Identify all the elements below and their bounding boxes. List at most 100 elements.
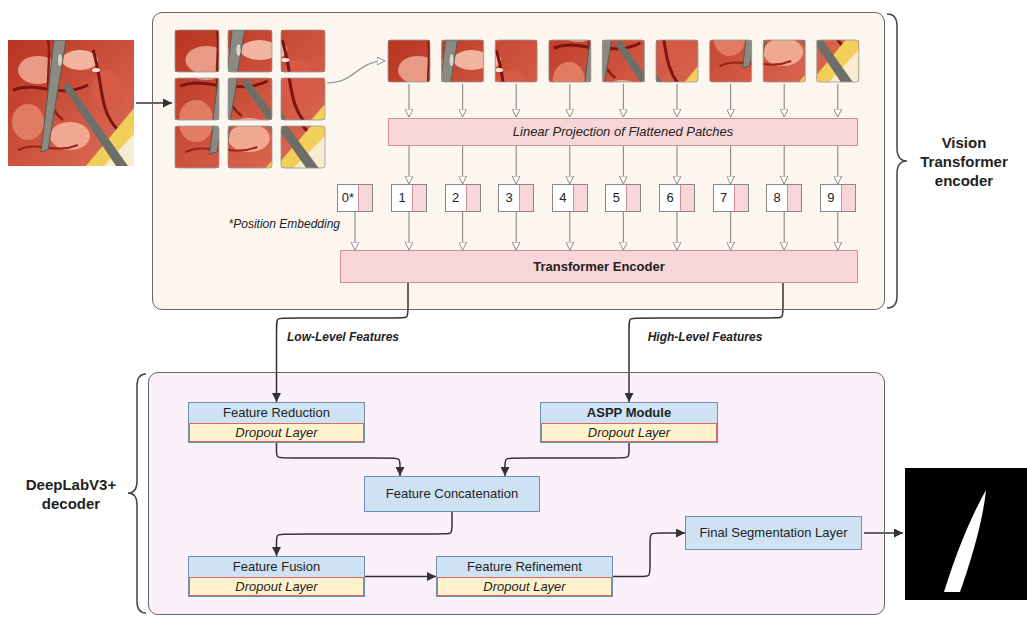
- patch-frame: [228, 30, 272, 72]
- edge-label-wrap: Low-Level Features: [285, 330, 401, 344]
- patch-frame: [281, 78, 325, 120]
- flow-arrow: [277, 512, 453, 556]
- patch-frame: [817, 40, 859, 82]
- position-token: 1: [391, 184, 427, 212]
- flow-arrow: [277, 443, 401, 476]
- segmentation-mask: [905, 468, 1027, 600]
- flow-arrow: [505, 443, 629, 476]
- edge-label: High-Level Features: [646, 330, 765, 344]
- dropout-band: Dropout Layer: [437, 577, 612, 596]
- token-arrow: [462, 146, 463, 184]
- encoder-panel: Vision Transformer encoderLinear Project…: [152, 12, 885, 310]
- position-token: 8: [766, 184, 802, 212]
- dropout-band: Dropout Layer: [189, 423, 364, 442]
- decoder-block: Feature RefinementDropout Layer: [436, 556, 613, 597]
- embedding-cell: [466, 185, 480, 211]
- position-token: 7: [713, 184, 749, 212]
- patch-frame: [602, 40, 644, 82]
- position-token: 6: [659, 184, 695, 212]
- patch-frame: [495, 40, 537, 82]
- patch-frame: [763, 40, 805, 82]
- flow-arrow: [365, 576, 436, 578]
- patch-frame: [175, 126, 219, 168]
- block-label: Linear Projection of Flattened Patches: [513, 124, 733, 139]
- patch-frame: [710, 40, 752, 82]
- patch-arrow: [730, 84, 731, 117]
- token-arrow: [676, 146, 677, 184]
- patch-arrows: [409, 84, 838, 117]
- decoder-block: Feature ReductionDropout Layer: [188, 402, 365, 443]
- grid-patch: [193, 42, 325, 168]
- decoder-block: Final Segmentation Layer: [685, 516, 862, 550]
- embedding-cell: [787, 185, 801, 211]
- encoder-box: Transformer Encoder: [340, 250, 858, 283]
- block-label: Final Segmentation Layer: [699, 525, 847, 540]
- block-label: Feature Refinement: [467, 559, 582, 574]
- embedding-cell: [573, 185, 587, 211]
- token-arrow: [354, 212, 355, 250]
- position-index: 9: [821, 185, 841, 211]
- block-header: Final Segmentation Layer: [686, 523, 861, 543]
- patch-frame: [281, 30, 325, 72]
- dropout-band: Dropout Layer: [189, 577, 364, 596]
- block-label: ASPP Module: [587, 405, 671, 420]
- flow-arrow: [864, 532, 903, 534]
- patch-arrow: [569, 84, 570, 117]
- token-arrow: [408, 146, 409, 184]
- token-arrow: [730, 146, 731, 184]
- block-header: Feature Concatenation: [365, 484, 539, 504]
- panel-heading-wrap: Vision Transformer encoder: [910, 133, 1018, 190]
- curly-brace: [128, 374, 146, 613]
- position-index: 8: [767, 185, 787, 211]
- block-header: Transformer Encoder: [341, 257, 857, 277]
- token-arrow: [569, 146, 570, 184]
- dropout-label: Dropout Layer: [588, 425, 670, 440]
- patch-arrow: [676, 84, 677, 117]
- block-header: Feature Fusion: [189, 557, 364, 577]
- token-arrow: [623, 146, 624, 184]
- position-token: 9: [820, 184, 856, 212]
- row-patch: [572, 0, 698, 124]
- position-index: 7: [714, 185, 734, 211]
- position-token: 5: [605, 184, 641, 212]
- token-arrow: [837, 212, 838, 250]
- decoder-block: Feature FusionDropout Layer: [188, 556, 365, 597]
- block-label: Feature Concatenation: [386, 486, 518, 501]
- position-index: 2: [446, 185, 466, 211]
- block-label: Feature Reduction: [223, 405, 330, 420]
- flow-arrow: [277, 283, 409, 402]
- token-arrow: [784, 212, 785, 250]
- position-token: 2: [445, 184, 481, 212]
- curly-brace: [887, 14, 907, 308]
- position-index: 4: [553, 185, 573, 211]
- dropout-label: Dropout Layer: [235, 579, 317, 594]
- patch-frame: [175, 78, 219, 120]
- block-header: ASPP Module: [541, 403, 717, 423]
- decoder-block: Feature Concatenation: [364, 476, 540, 512]
- flow-arrow: [629, 283, 783, 402]
- patch-arrow: [784, 84, 785, 117]
- decoder-panel: DeepLabV3+ decoderFeature ReductionDropo…: [148, 372, 885, 615]
- dropout-label: Dropout Layer: [483, 579, 565, 594]
- position-index: 0*: [338, 185, 358, 211]
- decoder-panel-fill: [148, 372, 885, 615]
- patch-arrow: [516, 84, 517, 117]
- label-wrap: *Position Embedding: [227, 217, 342, 231]
- panel-heading: Vision Transformer encoder: [920, 134, 1008, 189]
- token-arrow: [569, 212, 570, 250]
- token-arrow: [408, 212, 409, 250]
- embedding-cell: [358, 185, 372, 211]
- block-label: Feature Fusion: [233, 559, 320, 574]
- flow-arrow: [327, 61, 385, 83]
- position-token: 0*: [337, 184, 373, 212]
- dropout-band: Dropout Layer: [541, 423, 717, 442]
- edge-label: Low-Level Features: [285, 330, 401, 344]
- projection-box: Linear Projection of Flattened Patches: [388, 118, 858, 146]
- patch-arrow: [837, 84, 838, 117]
- image-patches: [175, 0, 859, 168]
- embedding-cell: [626, 185, 640, 211]
- patch-frame: [388, 40, 430, 82]
- embedding-cell: [519, 185, 533, 211]
- patch-frame: [442, 40, 484, 82]
